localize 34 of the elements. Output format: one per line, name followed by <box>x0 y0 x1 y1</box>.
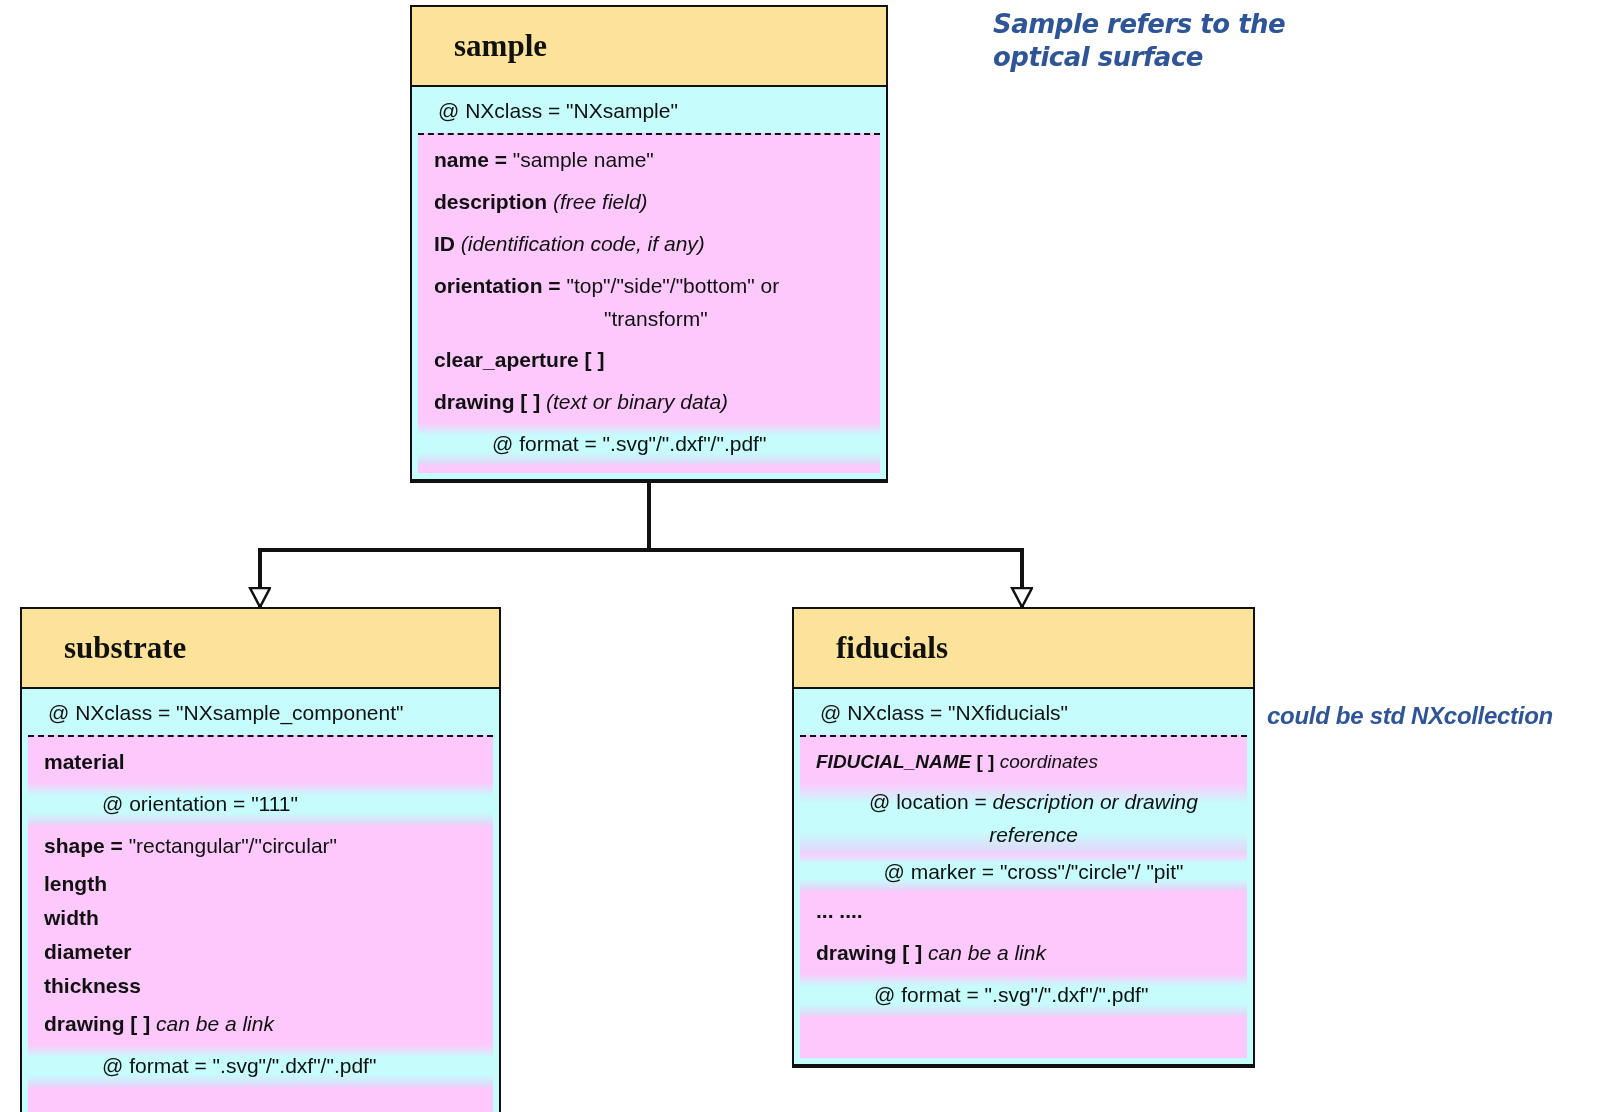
attribute-text: ... .... <box>815 898 864 924</box>
class-box <box>792 607 1255 1066</box>
sub-attribute-text: @ orientation = "111" <box>28 783 493 825</box>
attribute-text: ID (identification code, if any) <box>433 231 706 257</box>
class-header: sample <box>412 7 886 87</box>
class-attribute-text: @ NXclass = "NXsample" <box>437 98 679 124</box>
attribute-text: thickness <box>43 973 142 999</box>
attribute-text: drawing [ ] can be a link <box>815 940 1048 966</box>
attribute-text: width <box>43 905 100 931</box>
inheritance-arrow <box>647 481 1034 609</box>
note-text: could be std NXcollection <box>1267 701 1553 731</box>
attribute-text: length <box>43 871 108 897</box>
attribute-text: name = "sample name" <box>433 147 655 173</box>
sub-attribute-text: @ format = ".svg"/".dxf"/".pdf" <box>418 423 880 465</box>
class-header: fiducials <box>794 609 1253 689</box>
sub-attribute-text: @ marker = "cross"/"circle"/ "pit" <box>800 853 1247 890</box>
sub-attribute-text: @ format = ".svg"/".dxf"/".pdf" <box>28 1045 493 1087</box>
attribute-text: description (free field) <box>433 189 649 215</box>
class-box <box>410 5 888 481</box>
attribute-text: drawing [ ] (text or binary data) <box>433 389 730 415</box>
class-header: substrate <box>22 609 499 689</box>
attribute-text: orientation = "top"/"side"/"bottom" or "transform" <box>433 273 781 332</box>
attribute-text: material <box>43 749 126 775</box>
class-box <box>20 607 501 1112</box>
attribute-text: clear_aperture [ ] <box>433 347 606 373</box>
attribute-text: drawing [ ] can be a link <box>43 1011 276 1037</box>
attribute-text: diameter <box>43 939 133 965</box>
class-attribute-text: @ NXclass = "NXfiducials" <box>819 700 1070 726</box>
class-attribute-text: @ NXclass = "NXsample_component" <box>47 700 405 727</box>
sub-attribute-text: @ format = ".svg"/".dxf"/".pdf" <box>800 974 1247 1016</box>
attribute-text: shape = "rectangular"/"circular" <box>43 833 339 859</box>
attribute-text: FIDUCIAL_NAME [ ] coordinates <box>815 750 1099 774</box>
note-text: Sample refers to the optical surface <box>993 8 1287 74</box>
sub-attribute-text: @ location = description or drawing reference <box>800 783 1247 853</box>
